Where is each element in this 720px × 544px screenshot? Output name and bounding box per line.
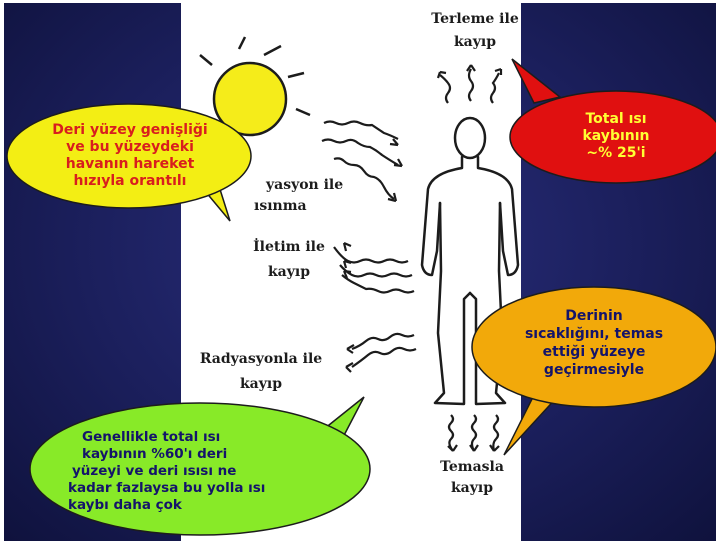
orange-callout-text: Derinin sıcaklığını, temas ettiği yüzeye… xyxy=(502,307,686,379)
callout-line: sıcaklığını, temas xyxy=(502,325,686,343)
callout-line: ~% 25'i xyxy=(556,145,676,162)
yellow-callout-text: Deri yüzey genişliği ve bu yüzeydeki hav… xyxy=(30,122,230,190)
callout-line: kaybı daha çok xyxy=(60,497,310,514)
callout-line: geçirmesiyle xyxy=(502,361,686,379)
callout-line: hızıyla orantılı xyxy=(30,173,230,190)
callout-line: kaybının %60'ı deri xyxy=(60,446,310,463)
callout-line: Total ısı xyxy=(556,111,676,128)
callout-line: ve bu yüzeydeki xyxy=(30,139,230,156)
callout-line: Deri yüzey genişliği xyxy=(30,122,230,139)
callout-line: havanın hareket xyxy=(30,156,230,173)
callout-line: yüzeyi ve deri ısısı ne xyxy=(60,463,310,480)
callout-line: kaybının xyxy=(556,128,676,145)
callout-line: Genellikle total ısı xyxy=(60,429,310,446)
slide: Terleme ile kayıp yasyon ile ısınma İlet… xyxy=(4,3,716,541)
callout-line: kadar fazlaysa bu yolla ısı xyxy=(60,480,310,497)
green-callout-text: Genellikle total ısı kaybının %60'ı deri… xyxy=(60,429,310,514)
callout-line: ettiği yüzeye xyxy=(502,343,686,361)
red-callout-text: Total ısı kaybının ~% 25'i xyxy=(556,111,676,162)
callout-line: Derinin xyxy=(502,307,686,325)
